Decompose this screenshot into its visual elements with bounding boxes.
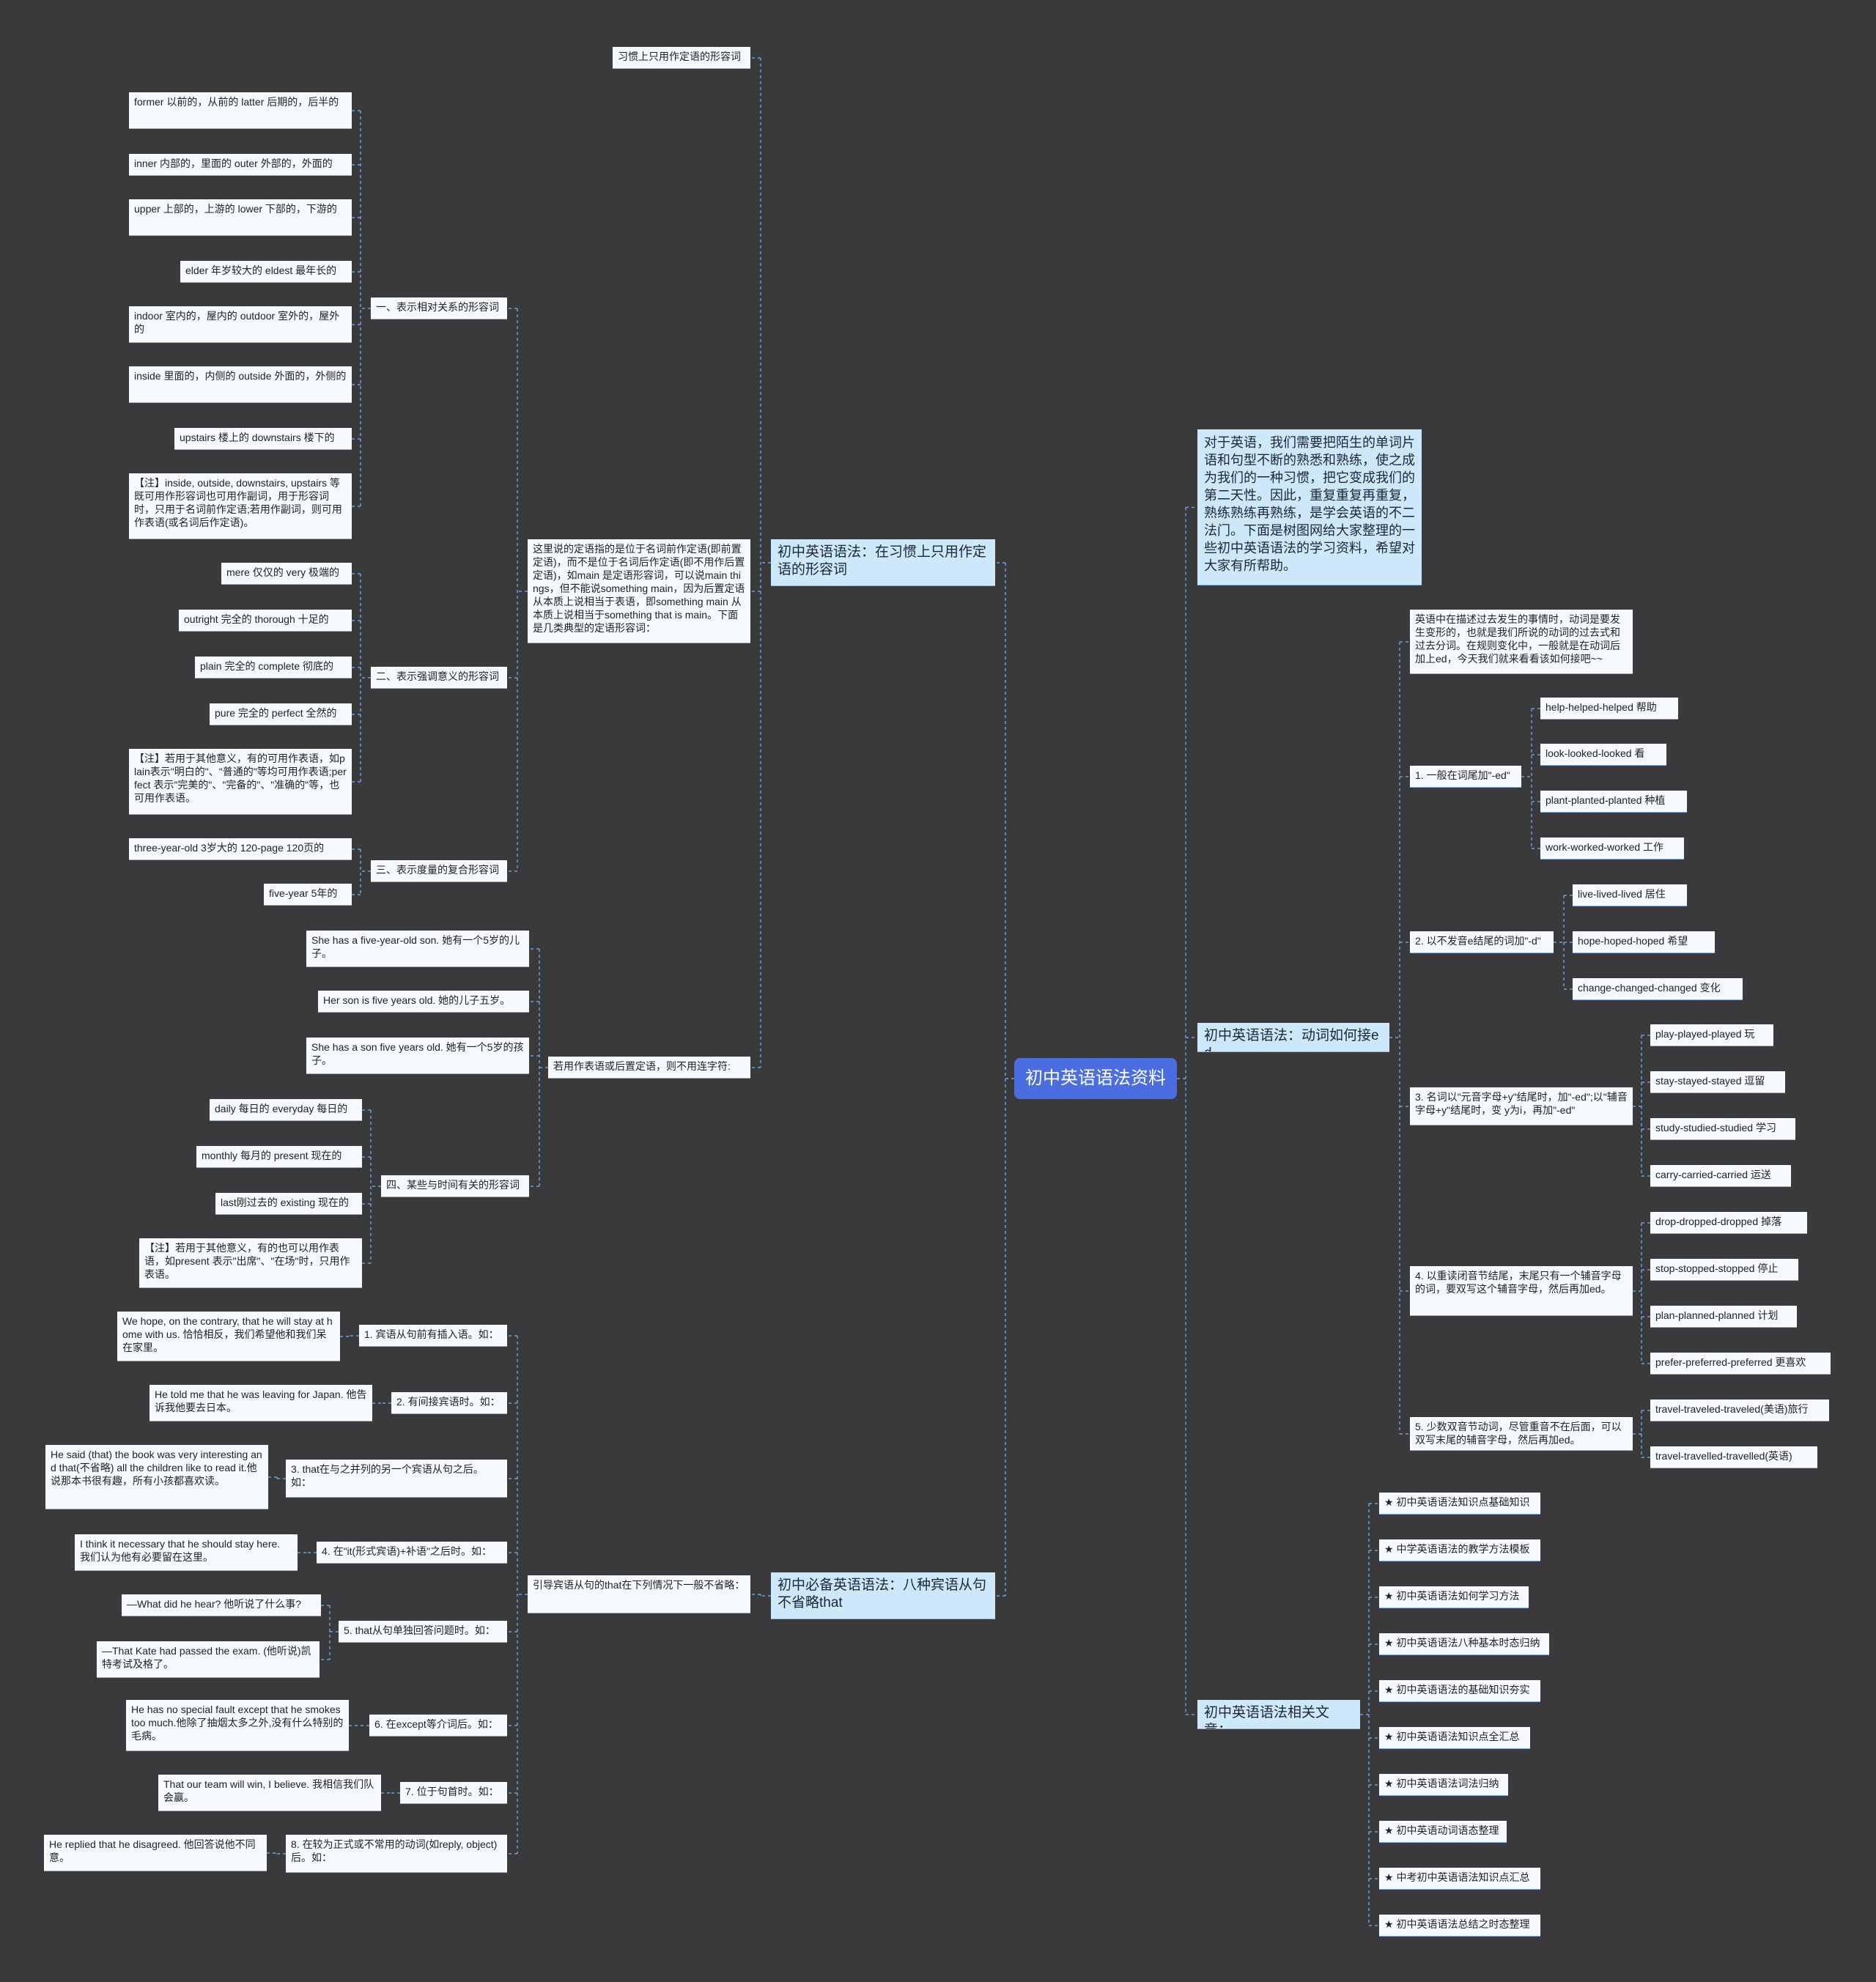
group-item[interactable]: inside 里面的，内侧的 outside 外面的，外侧的 (129, 366, 352, 403)
group-note[interactable]: 【注】若用于其他意义，有的也可以用作表语，如present 表示"出席"、"在场… (139, 1238, 362, 1288)
case-example[interactable]: He has no special fault except that he s… (126, 1700, 349, 1751)
related-article-link[interactable]: ★ 初中英语语法知识点全汇总 (1379, 1727, 1530, 1749)
case-example[interactable]: We hope, on the contrary, that he will s… (117, 1312, 340, 1361)
group-item[interactable]: mere 仅仅的 very 极端的 (221, 563, 352, 585)
case-item[interactable]: 5. that从句单独回答问题时。如： (339, 1621, 507, 1643)
group-item[interactable]: monthly 每月的 present 现在的 (196, 1146, 362, 1168)
group-item[interactable]: former 以前的，从前的 latter 后期的，后半的 (129, 92, 352, 129)
topic-ed-verbs[interactable]: 初中英语语法：动词如何接ed (1197, 1023, 1389, 1052)
group-emphatic-adjectives[interactable]: 二、表示强调意义的形容词 (371, 667, 507, 689)
ed-rule-example[interactable]: live-lived-lived 居住 (1573, 884, 1687, 906)
case-item[interactable]: 8. 在较为正式或不常用的动词(如reply, object)后。如： (286, 1835, 507, 1873)
related-article-link[interactable]: ★ 初中英语动词语态整理 (1379, 1821, 1507, 1843)
ed-rule-example[interactable]: look-looked-looked 看 (1540, 744, 1666, 766)
attributive-explanation[interactable]: 这里说的定语指的是位于名词前作定语(即前置定语)，而不是位于名词后作定语(即不用… (528, 539, 750, 643)
group-item[interactable]: inner 内部的，里面的 outer 外部的，外面的 (129, 154, 352, 176)
case-item[interactable]: 2. 有间接宾语时。如： (391, 1392, 507, 1414)
case-item[interactable]: 6. 在except等介词后。如： (369, 1715, 507, 1737)
ed-rule-2[interactable]: 2. 以不发音e结尾的词加"-d" (1410, 931, 1554, 953)
ed-rule-example[interactable]: stay-stayed-stayed 逗留 (1650, 1071, 1785, 1093)
case-example[interactable]: That our team will win, I believe. 我相信我们… (158, 1775, 381, 1811)
ed-rule-example[interactable]: drop-dropped-dropped 掉落 (1650, 1212, 1807, 1234)
case-item[interactable]: 7. 位于句首时。如： (400, 1782, 507, 1804)
group-item[interactable]: daily 每日的 everyday 每日的 (210, 1099, 362, 1121)
ed-rule-example[interactable]: prefer-preferred-preferred 更喜欢 (1650, 1353, 1831, 1375)
group-item[interactable]: upper 上部的，上游的 lower 下部的，下游的 (129, 199, 352, 236)
related-article-link[interactable]: ★ 初中英语语法知识点基础知识 (1379, 1493, 1540, 1515)
group-measure-adjectives[interactable]: 三、表示度量的复合形容词 (371, 860, 507, 882)
ed-rule-example[interactable]: hope-hoped-hoped 希望 (1573, 931, 1715, 953)
group-note[interactable]: 【注】若用于其他意义，有的可用作表语，如plain表示"明白的"、"普通的"等均… (129, 749, 352, 815)
hyphen-rule-title[interactable]: 若用作表语或后置定语，则不用连字符: (548, 1057, 750, 1079)
case-example[interactable]: —That Kate had passed the exam. (他听说)凯特考… (97, 1641, 320, 1678)
ed-rule-example[interactable]: stop-stopped-stopped 停止 (1650, 1259, 1798, 1281)
related-article-link[interactable]: ★ 初中英语语法总结之时态整理 (1379, 1915, 1540, 1937)
root-topic[interactable]: 初中英语语法资料 (1014, 1058, 1177, 1099)
group-note[interactable]: 【注】inside, outside, downstairs, upstairs… (129, 473, 352, 539)
case-item[interactable]: 4. 在"it(形式宾语)+补语"之后时。如： (317, 1542, 507, 1564)
group-item[interactable]: outright 完全的 thorough 十足的 (179, 610, 352, 632)
group-item[interactable]: indoor 室内的，屋内的 outdoor 室外的，屋外的 (129, 306, 352, 343)
ed-rule-3[interactable]: 3. 名词以"元音字母+y"结尾时，加"-ed";以"辅音字母+y"结尾时，变 … (1410, 1087, 1633, 1125)
case-example[interactable]: —What did he hear? 他听说了什么事? (122, 1594, 321, 1616)
topic-related-articles[interactable]: 初中英语语法相关文章： (1197, 1700, 1360, 1729)
case-example[interactable]: He said (that) the book was very interes… (45, 1445, 268, 1509)
attributive-adjectives-title[interactable]: 习惯上只用作定语的形容词 (613, 47, 750, 69)
hyphen-example[interactable]: Her son is five years old. 她的儿子五岁。 (318, 991, 529, 1013)
ed-rule-example[interactable]: play-played-played 玩 (1650, 1024, 1773, 1046)
object-clause-lead[interactable]: 引导宾语从句的that在下列情况下一般不省略： (528, 1575, 750, 1613)
hyphen-example[interactable]: She has a son five years old. 她有一个5岁的孩子。 (306, 1038, 529, 1074)
group-item[interactable]: three-year-old 3岁大的 120-page 120页的 (129, 838, 352, 860)
case-item[interactable]: 1. 宾语从句前有插入语。如： (359, 1325, 507, 1347)
group-item[interactable]: elder 年岁较大的 eldest 最年长的 (180, 261, 352, 283)
case-example[interactable]: He told me that he was leaving for Japan… (149, 1385, 372, 1421)
ed-rule-5[interactable]: 5. 少数双音节动词，尽管重音不在后面，可以双写末尾的辅音字母，然后再加ed。 (1410, 1417, 1633, 1451)
ed-intro-note[interactable]: 英语中在描述过去发生的事情时，动词是要发生变形的，也就是我们所说的动词的过去式和… (1410, 610, 1633, 674)
related-article-link[interactable]: ★ 初中英语语法的基础知识夯实 (1379, 1680, 1540, 1702)
related-article-link[interactable]: ★ 初中英语语法词法归纳 (1379, 1774, 1508, 1796)
ed-rule-example[interactable]: help-helped-helped 帮助 (1540, 698, 1678, 720)
related-article-link[interactable]: ★ 中考初中英语语法知识点汇总 (1379, 1868, 1540, 1890)
hyphen-example[interactable]: She has a five-year-old son. 她有一个5岁的儿子。 (306, 931, 529, 967)
case-example[interactable]: He replied that he disagreed. 他回答说他不同意。 (44, 1835, 267, 1871)
group-item[interactable]: pure 完全的 perfect 全然的 (210, 703, 352, 725)
group-time-adjectives[interactable]: 四、某些与时间有关的形容词 (381, 1175, 529, 1197)
related-article-link[interactable]: ★ 中学英语语法的教学方法模板 (1379, 1539, 1540, 1561)
ed-rule-example[interactable]: change-changed-changed 变化 (1573, 978, 1743, 1000)
group-item[interactable]: upstairs 楼上的 downstairs 楼下的 (174, 428, 352, 450)
related-article-link[interactable]: ★ 初中英语语法如何学习方法 (1379, 1586, 1529, 1608)
ed-rule-example[interactable]: study-studied-studied 学习 (1650, 1118, 1795, 1140)
ed-rule-example[interactable]: travel-traveled-traveled(美语)旅行 (1650, 1399, 1829, 1421)
topic-object-clause-that[interactable]: 初中必备英语语法：八种宾语从句不省略that (771, 1572, 995, 1619)
ed-rule-example[interactable]: carry-carried-carried 运送 (1650, 1165, 1791, 1187)
group-item[interactable]: five-year 5年的 (264, 884, 352, 906)
case-example[interactable]: I think it necessary that he should stay… (75, 1534, 298, 1571)
intro-paragraph[interactable]: 对于英语，我们需要把陌生的单词片语和句型不断的熟悉和熟练，使之成为我们的一种习惯… (1197, 429, 1422, 585)
case-item[interactable]: 3. that在与之并列的另一个宾语从句之后。如： (286, 1460, 507, 1498)
topic-attributive-adjectives[interactable]: 初中英语语法：在习惯上只用作定语的形容词 (771, 539, 995, 586)
ed-rule-example[interactable]: work-worked-worked 工作 (1540, 837, 1684, 859)
ed-rule-4[interactable]: 4. 以重读闭音节结尾，末尾只有一个辅音字母的词，要双写这个辅音字母，然后再加e… (1410, 1266, 1633, 1316)
ed-rule-example[interactable]: plan-planned-planned 计划 (1650, 1306, 1797, 1328)
ed-rule-example[interactable]: plant-planted-planted 种植 (1540, 791, 1687, 813)
group-relative-adjectives[interactable]: 一、表示相对关系的形容词 (371, 297, 507, 319)
ed-rule-1[interactable]: 1. 一般在词尾加"-ed" (1410, 766, 1521, 788)
group-item[interactable]: plain 完全的 complete 彻底的 (195, 657, 352, 678)
ed-rule-example[interactable]: travel-travelled-travelled(英语) (1650, 1446, 1817, 1468)
related-article-link[interactable]: ★ 初中英语语法八种基本时态归纳 (1379, 1633, 1549, 1655)
group-item[interactable]: last刚过去的 existing 现在的 (215, 1193, 362, 1215)
